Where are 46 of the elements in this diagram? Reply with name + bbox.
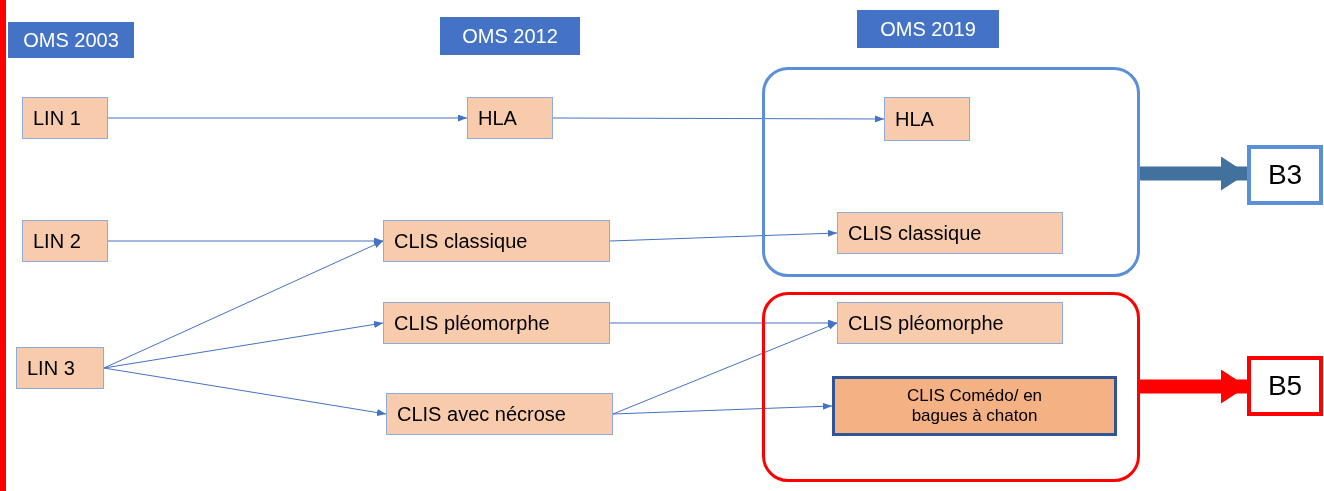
arrow xyxy=(552,115,885,123)
arrow xyxy=(1140,156,1247,191)
arrow xyxy=(609,229,838,242)
result-box xyxy=(1247,356,1323,416)
process-box xyxy=(22,220,108,262)
process-box xyxy=(884,97,970,141)
header-box xyxy=(8,22,134,58)
node-label: B3 xyxy=(1267,158,1303,192)
header-box xyxy=(857,10,999,48)
arrow xyxy=(609,319,838,327)
node-label: HLA xyxy=(895,107,934,131)
node-label: LIN 3 xyxy=(27,356,75,380)
node-label: CLIS pléomorphe xyxy=(848,311,1004,335)
header-box xyxy=(440,17,580,55)
result-box xyxy=(1247,145,1323,205)
process-box xyxy=(467,97,553,139)
arrow xyxy=(107,114,468,122)
arrow xyxy=(103,367,387,416)
node-label: CLIS Comédo/ en bagues à chaton xyxy=(905,385,1044,427)
node-label: CLIS pléomorphe xyxy=(394,311,550,335)
arrow xyxy=(103,240,384,369)
node-label: CLIS classique xyxy=(394,229,528,253)
process-box xyxy=(16,347,104,389)
group-frame xyxy=(762,292,1140,482)
arrow xyxy=(1140,369,1247,404)
process-box xyxy=(832,376,1117,436)
process-box xyxy=(386,393,613,435)
arrow xyxy=(103,321,384,369)
arrow xyxy=(612,402,833,415)
node-label: CLIS avec nécrose xyxy=(397,402,566,426)
group-frame xyxy=(762,67,1140,277)
process-box xyxy=(383,302,610,344)
node-label: OMS 2003 xyxy=(23,28,119,52)
arrow xyxy=(107,237,384,245)
process-box xyxy=(383,220,610,262)
node-label: OMS 2019 xyxy=(880,17,976,41)
node-label: LIN 1 xyxy=(33,106,81,130)
node-label: HLA xyxy=(478,106,517,130)
process-box xyxy=(22,97,108,139)
process-box xyxy=(837,212,1063,254)
node-label: LIN 2 xyxy=(33,229,81,253)
node-label: CLIS classique xyxy=(848,221,982,245)
process-box xyxy=(837,302,1063,344)
node-label: B5 xyxy=(1267,369,1303,403)
arrow xyxy=(612,322,838,415)
node-label: OMS 2012 xyxy=(462,24,558,48)
